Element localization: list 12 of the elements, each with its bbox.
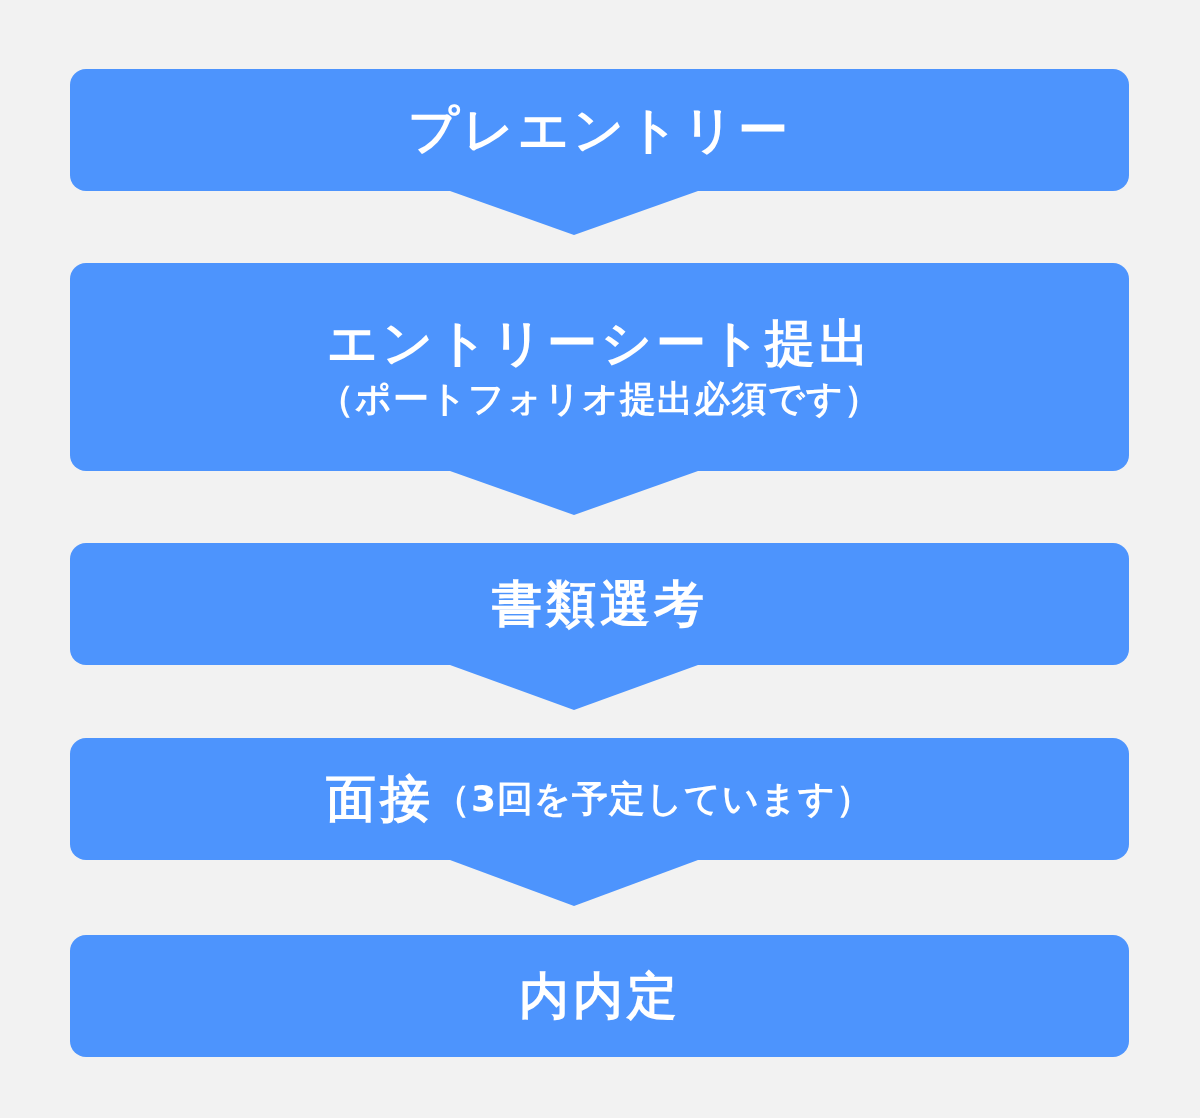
- chevron-arrow: [450, 191, 698, 235]
- step-note: （3回を予定しています）: [433, 776, 874, 821]
- step-title: 書類選考: [491, 573, 708, 635]
- step-box: [70, 935, 1129, 1057]
- step-title: 面接: [325, 768, 434, 830]
- chevron-arrow: [450, 471, 698, 515]
- step-note: （ポートフォリオ提出必須です）: [318, 377, 881, 422]
- chevron-arrow: [450, 860, 698, 906]
- step-title: プレエントリー: [407, 99, 792, 161]
- chevron-arrow: [450, 665, 698, 710]
- step-title: エントリーシート提出: [326, 313, 873, 375]
- step-title: 内内定: [518, 965, 681, 1027]
